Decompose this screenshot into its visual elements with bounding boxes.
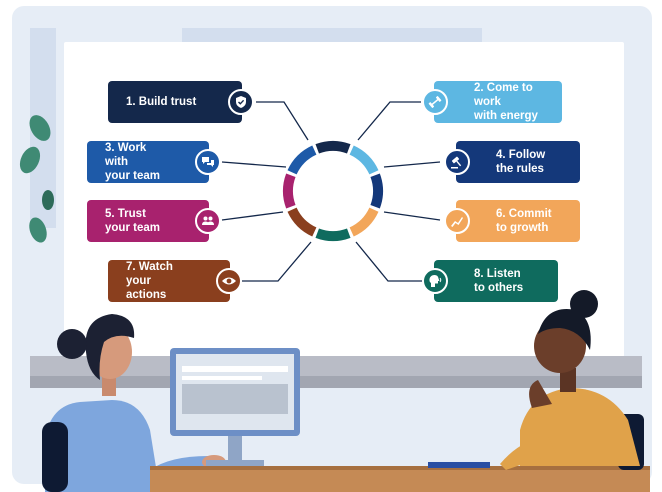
eye-icon [216, 268, 242, 294]
step-watch-your-actions: 7. Watch your actions [108, 260, 242, 302]
notebook [428, 462, 490, 468]
wall-panel-top [182, 28, 482, 42]
ring-segment [349, 145, 379, 175]
desk-edge [150, 466, 650, 470]
step-work-with-your-team: 3. Work with your team [87, 141, 221, 183]
computer-monitor [170, 348, 300, 466]
ring-segment [315, 228, 351, 241]
ring-segment [287, 145, 317, 175]
woman-left-illustration [42, 314, 226, 492]
step-label: 5. Trust your team [105, 208, 160, 234]
ring-segment [370, 173, 383, 209]
step-label: 6. Commit to growth [496, 208, 552, 234]
step-build-trust: 1. Build trust [108, 81, 254, 123]
listening-head-icon [422, 268, 448, 294]
dumbbell-icon [422, 89, 448, 115]
step-label: 2. Come to work with energy [474, 82, 538, 122]
ring-diagram [283, 141, 383, 241]
ring-segment [283, 173, 296, 209]
plant-leaves [19, 115, 54, 243]
ring-segment [315, 141, 351, 154]
step-label: 8. Listen to others [474, 268, 524, 294]
step-label: 1. Build trust [126, 96, 197, 108]
shield-check-icon [228, 89, 254, 115]
connector-lines [221, 101, 441, 282]
woman-right-illustration [500, 290, 644, 470]
desk-surface [150, 466, 650, 492]
ring-segment [287, 207, 317, 237]
step-label: 3. Work with your team [105, 142, 160, 182]
growth-chart-icon [444, 208, 470, 234]
gavel-icon [444, 149, 470, 175]
step-commit-to-growth: 6. Commit to growth [444, 200, 580, 242]
step-come-to-work-with-energy: 2. Come to work with energy [422, 81, 562, 123]
step-trust-your-team: 5. Trust your team [87, 200, 221, 242]
chat-bubbles-icon [195, 149, 221, 175]
step-label: 7. Watch your actions [126, 261, 173, 301]
people-icon [195, 208, 221, 234]
ring-segment [349, 207, 379, 237]
step-listen-to-others: 8. Listen to others [422, 260, 558, 302]
step-follow-the-rules: 4. Follow the rules [444, 141, 580, 183]
step-label: 4. Follow the rules [496, 149, 546, 175]
